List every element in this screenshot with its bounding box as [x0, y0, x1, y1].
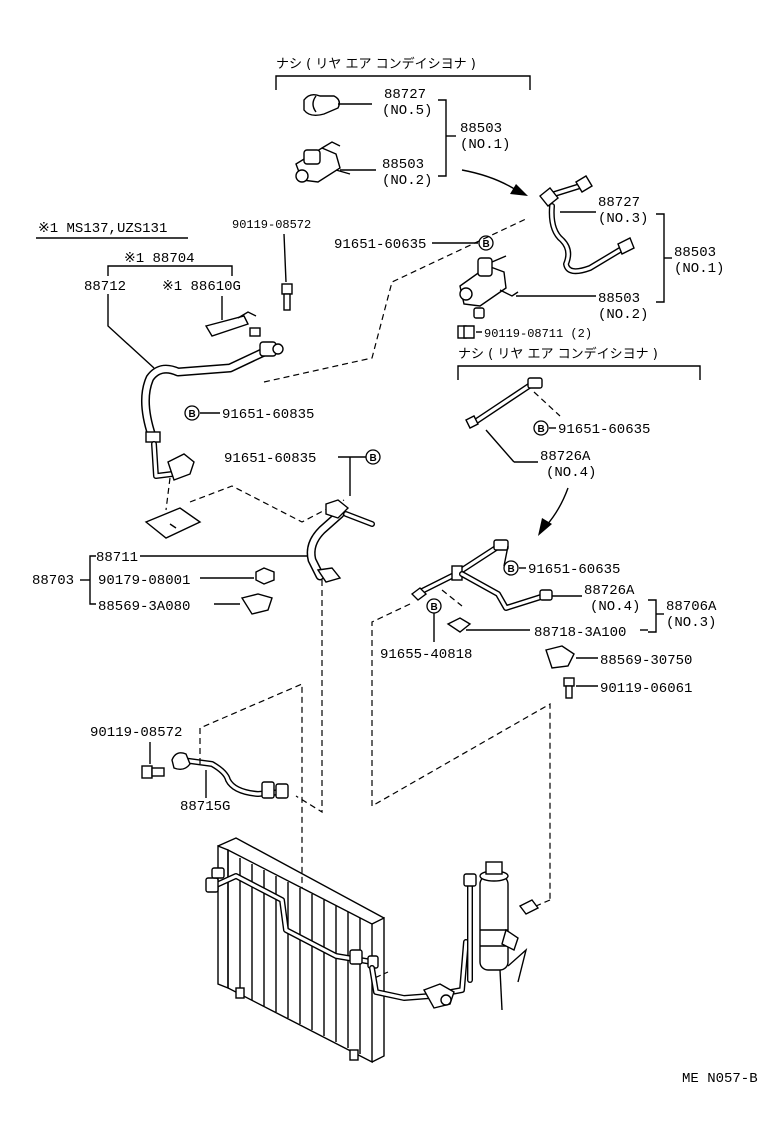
dash-line-upper: [263, 217, 529, 383]
receiver-dryer-icon: [463, 861, 540, 1011]
part-88726a-no4: 88726A: [584, 583, 635, 599]
pipe-88726a-no4-top-icon: [465, 377, 543, 429]
arrow-to-mid-group-icon: [461, 169, 517, 191]
liquid-pipe-icon: [369, 939, 469, 1009]
pipe-88706a-no3-icon: [459, 571, 553, 611]
switch-88610g-icon: [204, 311, 261, 337]
bracket-plate-icon: [144, 507, 202, 539]
part-88569-30750: 88569-30750: [600, 653, 692, 669]
part-91655-40818: 91655-40818: [380, 647, 472, 663]
part-88711: 88711: [96, 550, 138, 566]
valve-88503-no2-icon: [295, 141, 351, 183]
part-90119-08711: 90119-08711 (2): [484, 327, 592, 341]
part-91651-60635-a: 91651-60635: [334, 237, 426, 253]
part-88726a-no4-top-no: (NO.4): [546, 465, 596, 481]
bolt-90119-08711-icon: [457, 325, 475, 339]
part-88503-no1-mid: 88503: [674, 245, 716, 261]
bolt-badge-e: B: [503, 560, 519, 576]
svg-text:B: B: [483, 239, 490, 250]
part-91651-60635-b: 91651-60635: [558, 422, 650, 438]
part-88503-no1-mid-no: (NO.1): [674, 261, 724, 277]
bolt-badge-b: B: [184, 405, 200, 421]
svg-text:B: B: [370, 453, 377, 464]
pipe-88727-no3-icon: [539, 175, 635, 275]
note-ms137-uzs131: ※1 MS137,UZS131: [38, 221, 167, 237]
part-88727-no5-no: (NO.5): [382, 103, 432, 119]
part-88503-no1-top: 88503: [460, 121, 502, 137]
dash-left-2: [189, 485, 345, 523]
bolt-badge-f: B: [426, 598, 442, 614]
svg-text:B: B: [538, 424, 545, 435]
dash-left-lower-box: [199, 683, 303, 1010]
part-88569-3a080: 88569-3A080: [98, 599, 190, 615]
part-91651-60835-a: 91651-60835: [222, 407, 314, 423]
rear-ac-none-label-mid: ナシ ( リヤ エア コンデイシヨナ ): [458, 346, 658, 362]
part-88726a-no4-top: 88726A: [540, 449, 591, 465]
part-88503-no1-top-no: (NO.1): [460, 137, 510, 153]
svg-text:B: B: [431, 602, 438, 613]
bracket-88503-mid: [656, 213, 665, 303]
part-88503-no2-mid-no: (NO.2): [598, 307, 648, 323]
part-90119-08572-b: 90119-08572: [90, 725, 182, 741]
fitting-88727-no5-icon: [303, 93, 372, 117]
rear-ac-none-label-top: ナシ ( リヤ エア コンデイシヨナ ): [276, 56, 476, 72]
part-88503-no2-mid: 88503: [598, 291, 640, 307]
hose-88712-icon: [141, 341, 284, 481]
footer-code: ME N057-B: [682, 1071, 758, 1087]
pipe-88726a-no4-icon: [410, 539, 509, 601]
bolt-90119-06061-icon: [563, 677, 575, 699]
clamp-88569-30750-icon: [545, 645, 575, 669]
part-88706a-no: (NO.3): [666, 615, 716, 631]
part-90119-06061: 90119-06061: [600, 681, 692, 697]
part-88726a-no4-no: (NO.4): [590, 599, 640, 615]
bolt-badge-d: B: [365, 449, 381, 465]
clamp-88569-3a080-icon: [240, 593, 273, 615]
hose-88711-icon: [306, 499, 375, 583]
part-88703: 88703: [32, 573, 74, 589]
part-90119-08572-a: 90119-08572: [232, 218, 311, 232]
dash-left-lower-2: [295, 580, 323, 814]
part-91651-60635-c: 91651-60635: [528, 562, 620, 578]
condenser-icon: [205, 837, 385, 1064]
rear-ac-bracket-top: [275, 75, 531, 90]
svg-text:B: B: [508, 564, 515, 575]
bolt-90119-08572-a-icon: [281, 283, 293, 311]
part-91651-60835-b: 91651-60835: [224, 451, 316, 467]
arrow-to-lower-group-icon: [545, 487, 569, 527]
bracket-88503-top: [438, 99, 447, 177]
part-88727-no3-no: (NO.3): [598, 211, 648, 227]
part-88718-3a100: 88718-3A100: [534, 625, 626, 641]
part-88712: 88712: [84, 279, 126, 295]
part-88503-no2-top-no: (NO.2): [382, 173, 432, 189]
bracket-88718-3a100-icon: [446, 617, 472, 633]
nut-90179-08001-icon: [255, 567, 275, 585]
bracket-88704: [107, 265, 233, 276]
part-88610g: ※1 88610G: [162, 279, 241, 295]
bracket-88706a: [648, 599, 657, 633]
part-88706a: 88706A: [666, 599, 717, 615]
rear-ac-bracket-mid: [457, 365, 701, 380]
pipe-88715g-icon: [171, 752, 289, 799]
part-88727-no3: 88727: [598, 195, 640, 211]
svg-text:B: B: [189, 409, 196, 420]
dash-left-1: [165, 477, 171, 511]
valve-88503-no2-mid-icon: [459, 255, 519, 319]
bolt-badge-a: B: [478, 235, 494, 251]
part-88715g: 88715G: [180, 799, 230, 815]
part-88503-no2-top: 88503: [382, 157, 424, 173]
dash-right-2: [441, 589, 463, 607]
part-88727-no5: 88727: [384, 87, 426, 103]
part-88704: ※1 88704: [124, 251, 195, 267]
dash-receiver: [535, 899, 551, 907]
bolt-badge-c: B: [533, 420, 549, 436]
bolt-90119-08572-b-icon: [141, 765, 165, 779]
part-90179-08001: 90179-08001: [98, 573, 190, 589]
